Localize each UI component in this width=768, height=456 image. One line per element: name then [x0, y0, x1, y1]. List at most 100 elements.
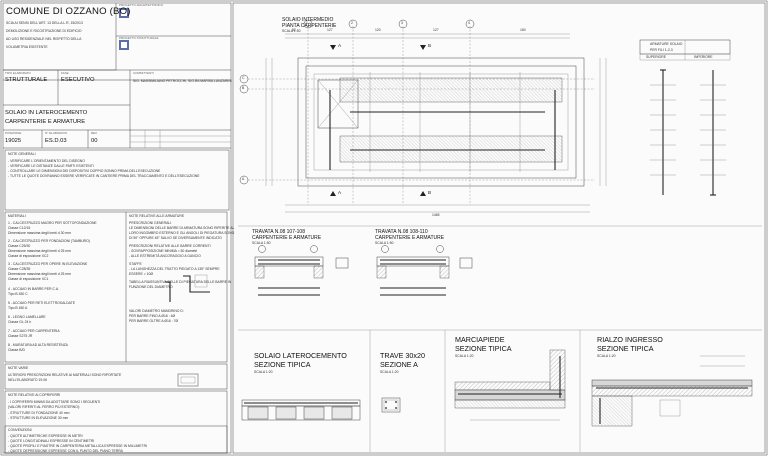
descrizione-line-1: SOLAIO IN LATEROCEMENTO	[5, 110, 88, 116]
materiali-item: Tipo B 450 A	[8, 306, 28, 310]
dim-top-5: 160	[520, 28, 526, 32]
marciapiede-scale: SCALA 1:20	[455, 354, 474, 358]
rev-value: 00	[91, 138, 98, 144]
trave1-scale: SCALA 1:50	[252, 241, 271, 245]
materiali-item: 4 - ACCIAIO IN BARRE PER C.A.	[8, 287, 60, 291]
dim-top-2: 127	[327, 28, 333, 32]
armature-item: LE DIMENSIONI DELLE BARRE DI ARMATURA SO…	[129, 226, 235, 230]
note-generali-item: - VERIFICARE L'ORIENTAMENTO DEL DISEGNO	[8, 159, 85, 163]
armature-item: - ALLE ESTREMITÀ ANCORAGGIO A GANCIO	[129, 254, 201, 258]
plan-scale: SCALA 1:50	[282, 29, 301, 33]
trave1-title: TRAVATA N.08 107-108	[252, 229, 305, 235]
axis-b: B	[242, 86, 245, 90]
trave30-scale: SCALA 1:20	[380, 370, 399, 374]
materiali-item: 1 - CALCESTRUZZO MAGRO PER SOTTOFONDAZIO…	[8, 221, 97, 225]
materiali-item: 5 - ACCIAIO PER RETI ELETTROSALDATE	[8, 301, 76, 305]
copriferri-item: - STRUTTURE IN ELEVAZIONE 30 mm	[8, 416, 69, 420]
plan-subtitle: PIANTA CARPENTERIE	[282, 23, 337, 29]
copriferri-item: (VALORI RIFERITI AL FERRO PIÙ ESTERNO):	[8, 405, 80, 409]
materiali-item: Classe di esposizione XC2	[8, 254, 49, 258]
materiali-item: Dimensione massima degli inerti d 25 mm	[8, 272, 71, 276]
trave2-sub: CARPENTERIE E ARMATURE	[375, 235, 445, 241]
solaio-scale: SCALA 1:20	[254, 370, 273, 374]
copriferri-item: - I COPRIFERRI MINIMI DA ADOTTARE SONO I…	[8, 400, 101, 404]
armature-item: TABELLA RIASSUNTIVA DELLE DI PIEGATURA D…	[129, 280, 232, 284]
marciapiede-sub: SEZIONE TIPICA	[455, 344, 512, 353]
section-b-top: B	[428, 43, 432, 48]
note-generali-item: - TUTTE LE QUOTE DOVRANNO ESSERE VERIFIC…	[8, 174, 200, 178]
trave1-sub: CARPENTERIE E ARMATURE	[252, 235, 322, 241]
subject-line-1: SCIA AI SENSI DELL'ART. 13 DELLA L.R. 15…	[6, 21, 83, 25]
tipo-elaborato-label: TIPO ELABORATO	[5, 71, 31, 75]
subject-line-4: VOLUMETRIA ESISTENTE	[6, 45, 48, 49]
subject-line-2: DEMOLIZIONE E RICOSTRUZIONE DI EDIFICIO	[6, 29, 82, 33]
axis-2: 2	[351, 21, 353, 25]
axis-c: C	[242, 76, 245, 80]
armature-item: - SOVRAPPOSIZIONE MINIMA = 50 diametri	[129, 249, 198, 253]
committenti-label: COMMITTENTI	[133, 71, 154, 75]
comune-title: COMUNE DI OZZANO (BO)	[6, 6, 131, 17]
armature-item: PRESCRIZIONI RELATIVE ALLE BARRE CORRENT…	[129, 244, 211, 248]
armature-item: - LA LUNGHEZZA DEL TRATTO PIEGATO A 135°…	[129, 267, 220, 271]
inferiore-label: INFERIORE	[694, 55, 713, 59]
materiali-item: 2 - CALCESTRUZZO PER FONDAZIONI (TAMBURO…	[8, 239, 90, 243]
armature-item: LORO INGOMBRO ESTERNO E GLI ANGOLI DI PI…	[129, 231, 235, 235]
axis-4: 4	[468, 21, 470, 25]
solaio-title: SOLAIO LATEROCEMENTO	[254, 351, 347, 360]
section-b-bottom: B	[428, 190, 432, 195]
elab-label: N° ELABORATO	[45, 131, 68, 135]
pos-value: 19025	[5, 138, 22, 144]
trave2-title: TRAVATA N.08 108-110	[375, 229, 428, 235]
convenzioni-item: - QUOTE PROFILI E PIASTRE IN CARPENTERIA…	[8, 444, 147, 448]
materiali-item: 8 - MURATURA AD ALTA RESISTENZA	[8, 343, 68, 347]
copriferri-title: NOTE RELATIVE AI COPRIFERRI	[8, 393, 61, 397]
section-a-top: A	[338, 43, 342, 48]
dim-top-1: 52	[292, 28, 296, 32]
dim-top-4: 127	[433, 28, 439, 32]
committenti: SIG. MASSIMILIANO PETROCCHI, SIG.RA MARI…	[133, 79, 232, 83]
armature-item: STAFFE	[129, 262, 142, 266]
varie-item: ULTERIORI PRESCRIZIONI RELATIVE AI MATER…	[8, 373, 122, 377]
materiali-item: Classe C12/15	[8, 226, 31, 230]
materiali-item: Tipo B 450 C	[8, 292, 28, 296]
materiali-item: 6 - LEGNO LAMELLARE	[8, 315, 46, 319]
varie-title: NOTE VARIE	[8, 366, 29, 370]
trave30-sub: SEZIONE A	[380, 360, 418, 369]
materiali-item: Classe S275 JR	[8, 334, 33, 338]
descrizione-line-2: CARPENTERIE E ARMATURE	[5, 119, 86, 125]
convenzioni-title: CONVENZIONI	[8, 428, 32, 432]
axis-1: 1	[306, 21, 308, 25]
rialzo-scale: SCALA 1:20	[597, 354, 616, 358]
note-generali-item: - CONTROLLARE LE DIMENSIONI DEI DISPOSIT…	[8, 169, 161, 173]
armature-item: FUNZIONE DEL DIAMETRO	[129, 285, 173, 289]
materiali-item: Classe B/D	[8, 348, 25, 352]
armature-item: PRESCRIZIONI GENERALI	[129, 221, 172, 225]
materiali-item: 3 - CALCESTRUZZO PER OPERE IN ELEVAZIONE	[8, 262, 88, 266]
note-generali-title: NOTE GENERALI	[8, 152, 36, 156]
fase-label: FASE	[61, 71, 69, 75]
axis-3: 3	[401, 21, 403, 25]
rialzo-sub: SEZIONE TIPICA	[597, 344, 654, 353]
armature-item: VALORI DIAMETRO MANDRINO D:	[129, 309, 184, 313]
armature-title: NOTE RELATIVE ALLE ARMATURE	[129, 214, 185, 218]
trave2-scale: SCALA 1:50	[375, 241, 394, 245]
marciapiede-title: MARCIAPIEDE	[455, 335, 505, 344]
armature-item: PER BARRE OLTRE A Ø16 : 7Ø	[129, 319, 179, 323]
convenzioni-item: - QUOTE LONGITUDINALI ESPRESSE IN CENTIM…	[8, 439, 95, 443]
rialzo-title: RIALZO INGRESSO	[597, 335, 663, 344]
armature-item: PER BARRE FINO A Ø16 : 4Ø	[129, 314, 176, 318]
trave30-title: TRAVE 30x20	[380, 351, 426, 360]
armatura-sub: PER FILI 1-2-3	[650, 48, 673, 52]
plan-title: SOLAIO INTERMEDIO	[282, 17, 334, 23]
materiali-item: Classe di esposizione XC1	[8, 277, 49, 281]
materiali-item: Classe C28/35	[8, 267, 31, 271]
materiali-item: Classe C25/30	[8, 244, 31, 248]
fase: ESECUTIVO	[61, 77, 95, 83]
armatura-label: ARMATURE SOLAIO	[650, 42, 683, 46]
armature-item: DI 90° OPPURE 45° SALVO SE DIVERSAMENTE …	[129, 236, 222, 240]
note-generali-item: - VERIFICARE LE DISTANZE DALLE PARTI ESI…	[8, 164, 94, 168]
armature-item: ESSERE = 10Ø	[129, 272, 154, 276]
axis-a: A	[242, 177, 245, 181]
materiali-title: MATERIALI	[8, 214, 26, 218]
